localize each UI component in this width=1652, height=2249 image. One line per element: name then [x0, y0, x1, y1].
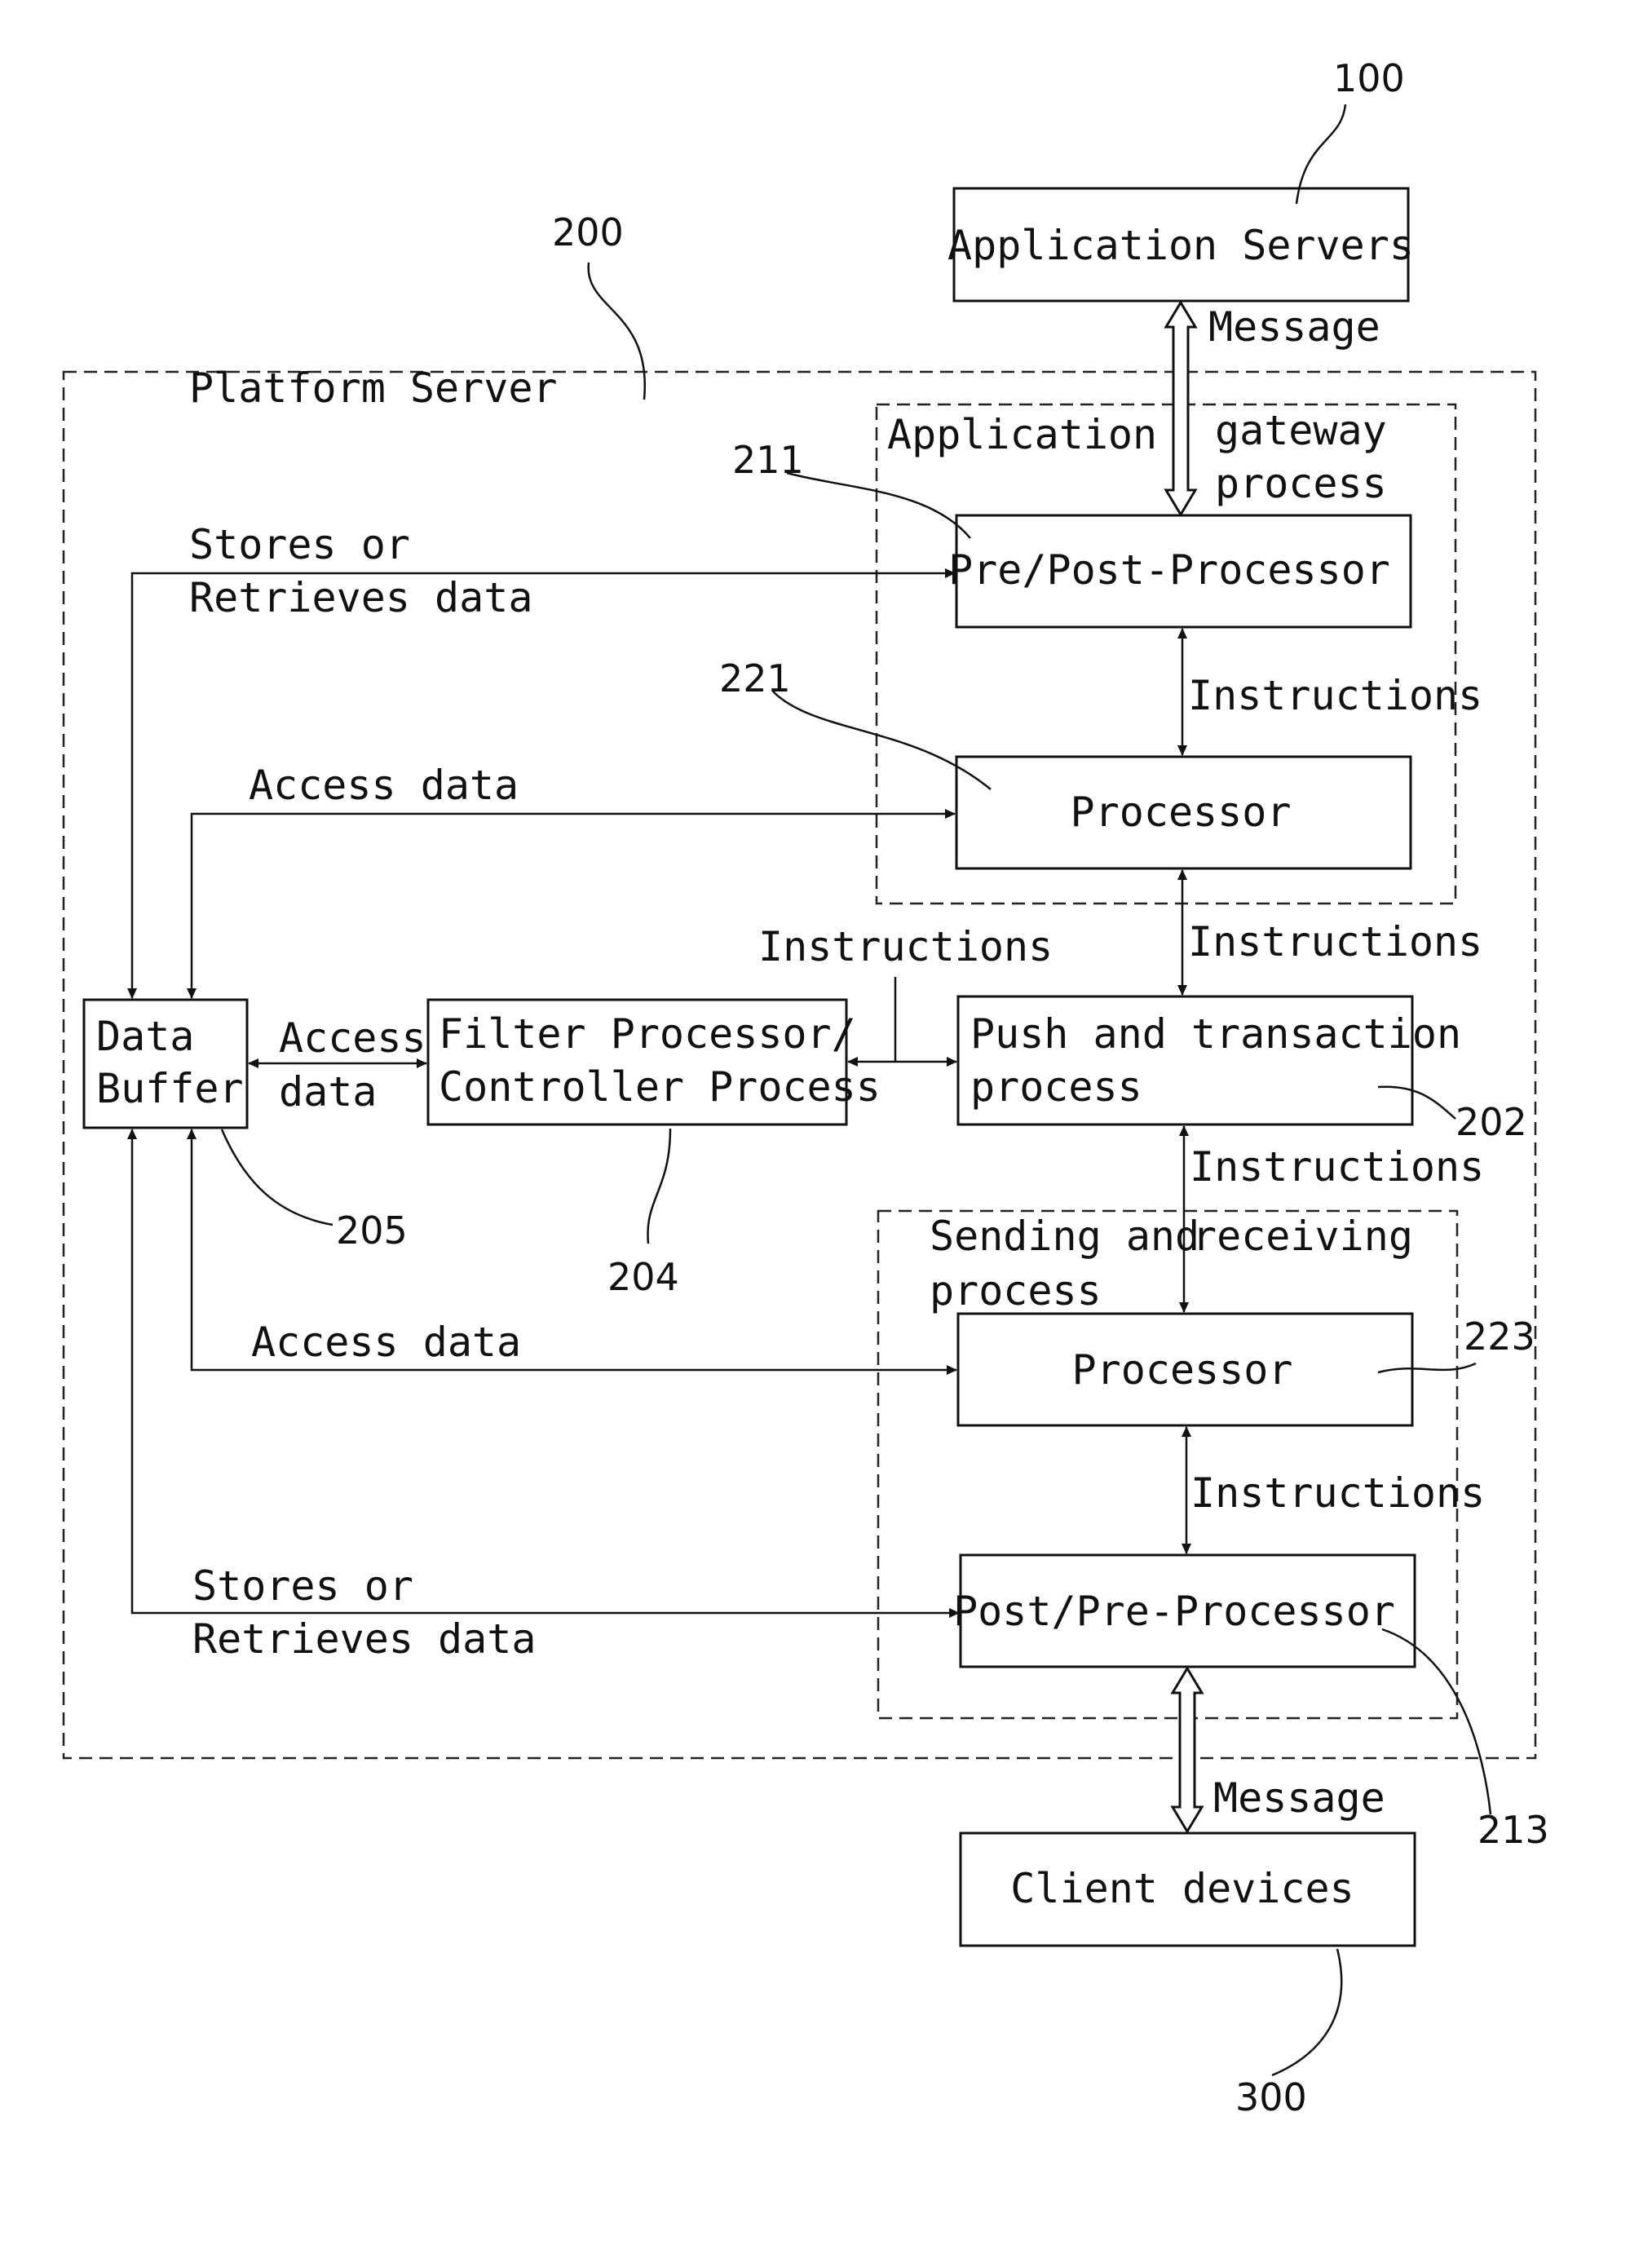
data-buffer-box: Data Buffer — [84, 1000, 247, 1128]
svg-text:Application Servers: Application Servers — [947, 222, 1414, 269]
application-gateway-label-right-2: process — [1215, 460, 1387, 507]
svg-text:Post/Pre-Processor: Post/Pre-Processor — [953, 1588, 1395, 1635]
application-gateway-label-left: Application — [887, 411, 1157, 458]
ref-213: 213 — [1478, 1808, 1549, 1852]
access-top-connector — [192, 814, 955, 998]
ref-100: 100 — [1333, 56, 1405, 100]
message-arrow-bottom — [1173, 1668, 1202, 1831]
pre-post-processor-box: Pre/Post-Processor — [948, 515, 1411, 627]
leader-200 — [589, 263, 645, 400]
ref-200: 200 — [552, 210, 624, 254]
filter-push-instructions-label: Instructions — [758, 923, 1053, 970]
svg-text:Processor: Processor — [1071, 789, 1292, 836]
ref-205: 205 — [336, 1208, 408, 1253]
filter-processor-box: Filter Processor/ Controller Process — [428, 1000, 881, 1124]
access-filter-label-1: Access — [279, 1014, 426, 1062]
ref-221: 221 — [719, 656, 791, 700]
svg-text:Data: Data — [96, 1013, 194, 1060]
stores-top-label-1: Stores or — [189, 521, 410, 568]
ref-300: 300 — [1235, 2075, 1307, 2119]
processor-upper-box: Processor — [956, 757, 1411, 868]
leader-211 — [787, 473, 970, 538]
sending-receiving-label-right: receiving — [1192, 1213, 1413, 1260]
ref-223: 223 — [1464, 1314, 1535, 1359]
message-arrow-top — [1166, 303, 1195, 515]
svg-text:Controller Process: Controller Process — [439, 1063, 881, 1111]
processor-lower-box: Processor — [958, 1314, 1412, 1425]
instructions-label-4: Instructions — [1190, 1469, 1485, 1517]
access-bottom-label: Access data — [251, 1319, 521, 1366]
instructions-label-1: Instructions — [1188, 672, 1482, 719]
leader-300 — [1272, 1949, 1341, 2075]
svg-text:process: process — [970, 1063, 1142, 1111]
svg-text:Pre/Post-Processor: Pre/Post-Processor — [948, 546, 1390, 594]
client-devices-box: Client devices — [961, 1833, 1415, 1946]
access-top-label: Access data — [249, 762, 519, 809]
ref-204: 204 — [607, 1255, 679, 1299]
access-filter-label-2: data — [279, 1068, 377, 1116]
instructions-label-3: Instructions — [1190, 1143, 1484, 1191]
sending-receiving-label-left: Sending and — [930, 1213, 1199, 1260]
stores-bottom-label-1: Stores or — [192, 1562, 413, 1610]
push-transaction-box: Push and transaction process — [958, 996, 1461, 1124]
leader-204 — [647, 1129, 670, 1244]
platform-server-label: Platform Server — [189, 365, 558, 412]
stores-bottom-label-2: Retrieves data — [192, 1615, 536, 1663]
svg-text:Client devices: Client devices — [1010, 1865, 1354, 1912]
application-gateway-label-right-1: gateway — [1215, 407, 1387, 454]
leader-205 — [222, 1129, 333, 1225]
message-label-bottom: Message — [1213, 1774, 1385, 1822]
svg-text:Buffer: Buffer — [96, 1065, 244, 1112]
post-pre-processor-box: Post/Pre-Processor — [953, 1555, 1415, 1667]
message-label-top: Message — [1208, 303, 1380, 351]
svg-text:Push and transaction: Push and transaction — [970, 1010, 1461, 1058]
ref-202: 202 — [1455, 1100, 1527, 1144]
instructions-label-2: Instructions — [1188, 918, 1482, 965]
stores-retrieves-bottom-connector — [132, 1129, 959, 1613]
sending-receiving-label-2: process — [930, 1267, 1102, 1314]
stores-top-label-2: Retrieves data — [189, 574, 532, 621]
svg-text:Filter Processor/: Filter Processor/ — [439, 1010, 856, 1058]
svg-text:Processor: Processor — [1072, 1346, 1293, 1394]
application-servers-box: Application Servers — [947, 188, 1414, 301]
